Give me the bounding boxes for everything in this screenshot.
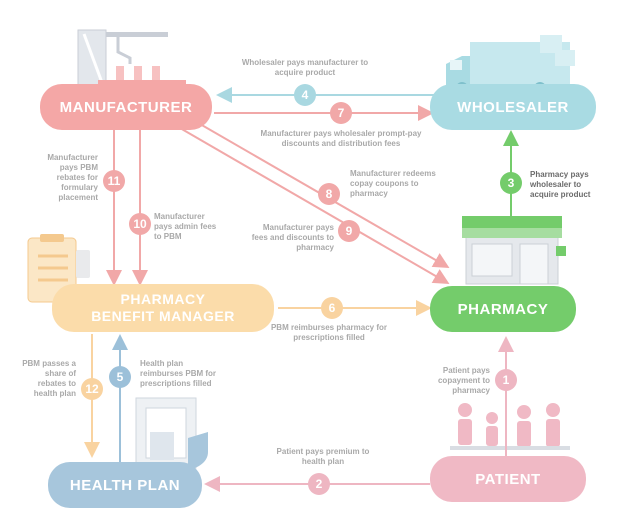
health-plan-node: HEALTH PLAN	[48, 462, 202, 508]
flow-label-12: PBM passes a share of rebates to health …	[22, 359, 76, 398]
step-badge-9: 9	[338, 220, 360, 242]
pbm-node: PHARMACY BENEFIT MANAGER	[52, 284, 274, 332]
flow-label-8: Manufacturer redeems copay coupons to ph…	[350, 169, 436, 198]
flow-label-7: Manufacturer pays wholesaler prompt-pay …	[260, 129, 422, 148]
flow-arrow-9	[179, 127, 450, 285]
flow-label-1: Patient pays copayment to pharmacy	[437, 366, 490, 395]
flow-label-6: PBM reimburses pharmacy for prescription…	[270, 323, 388, 342]
flow-label-10: Manufacturer pays admin fees to PBM	[154, 212, 217, 241]
flow-label-11: Manufacturer pays PBM rebates for formul…	[47, 153, 98, 202]
pbm-line-1: PHARMACY	[120, 291, 206, 307]
factory-icon	[77, 29, 186, 93]
step-badge-11: 11	[103, 170, 125, 192]
step-badge-7: 7	[330, 102, 352, 124]
step-badge-5: 5	[109, 366, 131, 388]
flow-label-9: Manufacturer pays fees and discounts to …	[251, 223, 334, 252]
pharmacy-node: PHARMACY	[430, 286, 576, 332]
patients-icon	[450, 403, 570, 450]
step-badge-3: 3	[500, 172, 522, 194]
step-badge-8: 8	[318, 183, 340, 205]
insurance-document-icon	[135, 397, 208, 470]
flow-label-5: Health plan reimburses PBM for prescript…	[140, 359, 217, 388]
patient-node: PATIENT	[430, 456, 586, 502]
step-badge-12: 12	[81, 378, 103, 400]
flow-label-3: Pharmacy pays wholesaler to acquire prod…	[530, 170, 591, 199]
step-badge-4: 4	[294, 84, 316, 106]
manufacturer-node: MANUFACTURER	[40, 84, 212, 130]
flow-label-4: Wholesaler pays manufacturer to acquire …	[241, 58, 369, 77]
step-badge-6: 6	[321, 297, 343, 319]
step-badge-2: 2	[308, 473, 330, 495]
pbm-line-2: BENEFIT MANAGER	[91, 308, 235, 324]
step-badge-1: 1	[495, 369, 517, 391]
flow-label-2: Patient pays premium to health plan	[276, 447, 370, 466]
wholesaler-node: WHOLESALER	[430, 84, 596, 130]
step-badge-10: 10	[129, 213, 151, 235]
pharmacy-store-icon	[462, 216, 566, 285]
